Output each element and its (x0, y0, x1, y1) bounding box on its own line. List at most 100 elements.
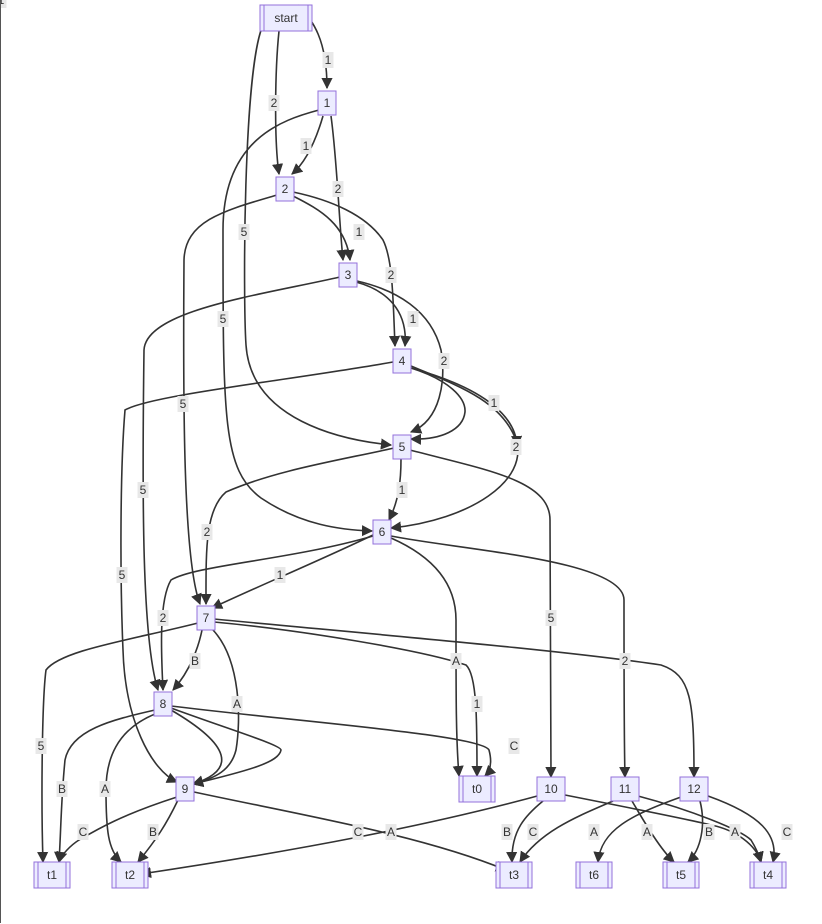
edge-n1-to-n6 (222, 109, 374, 537)
edge-label-background (407, 311, 419, 327)
node-n9[interactable]: 9 (175, 776, 195, 802)
edge-n7-to-t1 (191, 629, 240, 787)
edge-label-background (588, 824, 600, 840)
edge-label-background (217, 311, 229, 327)
edge-label-n8-to-t2: A (99, 781, 111, 797)
edge-label-background (116, 567, 128, 583)
edge-label-background (268, 95, 280, 111)
edge-label-n9-to-t2: B (147, 824, 159, 840)
node-n12[interactable]: 12 (679, 776, 709, 802)
node-label: 10 (544, 782, 558, 796)
edge-start-to-n5 (243, 24, 393, 450)
edge-n2-to-n4 (292, 191, 401, 348)
edge-label-text: 5 (38, 739, 45, 753)
edge-label-text: 2 (622, 654, 629, 668)
node-label: t5 (676, 868, 686, 882)
edge-label-n5-to-n10: 5 (545, 610, 557, 626)
edge-label-n3-to-n8: 5 (137, 482, 149, 498)
edge-label-background (177, 396, 189, 412)
edge-label-text: 5 (180, 397, 187, 411)
node-t6[interactable]: t6 (575, 861, 613, 889)
node-n11[interactable]: 11 (610, 776, 640, 802)
edge-n6-to-n7 (210, 534, 374, 609)
edge-label-text: 2 (388, 268, 395, 282)
edge-n7-to-n9 (213, 618, 700, 779)
edge-label-text: A (731, 825, 739, 839)
edge-label-background (385, 267, 397, 283)
edge-label-n3-to-n5: 2 (438, 353, 450, 369)
edge-n4-to-n5 (409, 367, 466, 445)
edge-n12-to-t6 (593, 796, 682, 864)
edge-labels-layer: 125125125125125125125A125BA1CBACBACBACAB… (1, 0, 793, 840)
edge-n12-to-t4 (707, 795, 781, 864)
node-t1[interactable]: t1 (33, 861, 71, 889)
node-t0[interactable]: t0 (458, 775, 496, 803)
node-t4[interactable]: t4 (749, 861, 787, 889)
edge-n10-to-t4 (564, 794, 764, 864)
node-box (275, 176, 295, 202)
edge-label-n8-to-n9: 1 (1, 0, 7, 8)
node-box (153, 691, 173, 717)
edge-n3-to-n4 (355, 281, 412, 348)
edge-label-text: 1 (474, 697, 481, 711)
edge-label-text: B (705, 825, 713, 839)
node-box (749, 861, 787, 889)
edge-label-background (332, 181, 344, 197)
edge-label-background (501, 824, 513, 840)
edge-label-text: 1 (303, 139, 310, 153)
edge-label-background (147, 824, 159, 840)
node-t5[interactable]: t5 (662, 861, 700, 889)
edge-label-n6-to-n7: 1 (274, 567, 286, 583)
node-label: t4 (763, 868, 773, 882)
node-label: t6 (589, 868, 599, 882)
node-t2[interactable]: t2 (111, 861, 149, 889)
node-n3[interactable]: 3 (338, 262, 358, 288)
edge-label-n10-to-t3: B (501, 824, 513, 840)
node-n1[interactable]: 1 (317, 90, 337, 116)
edge-label-background (353, 224, 365, 240)
edge-label-text: 5 (548, 611, 555, 625)
node-start[interactable]: start (259, 4, 313, 32)
edge-label-background (300, 138, 312, 154)
edge-label-text: 2 (160, 611, 167, 625)
edge-n10-to-t2 (139, 794, 542, 879)
edge-label-start-to-n5: 5 (238, 224, 250, 240)
edge-label-background (157, 610, 169, 626)
edge-label-text: 2 (513, 440, 520, 454)
edge-label-text: C (510, 739, 519, 753)
edge-label-n8-to-t0: C (508, 738, 520, 754)
edge-label-n1-to-n6: 5 (217, 311, 229, 327)
edge-label-text: A (452, 654, 460, 668)
edge-label-text: B (191, 654, 199, 668)
edge-label-text: 5 (119, 568, 126, 582)
node-n10[interactable]: 10 (536, 776, 566, 802)
edge-label-background (510, 439, 522, 455)
edge-label-n10-to-t4: A (729, 824, 741, 840)
edge-label-background (781, 824, 793, 840)
node-n8[interactable]: 8 (153, 691, 173, 717)
node-n5[interactable]: 5 (392, 434, 412, 460)
edge-n7-to-n12 (37, 622, 199, 864)
node-label: 9 (182, 782, 189, 796)
node-box (575, 861, 613, 889)
edge-label-text: 1 (491, 396, 498, 410)
node-n4[interactable]: 4 (392, 348, 412, 374)
edge-n11-to-t5 (631, 800, 675, 863)
node-box (458, 775, 496, 803)
node-n7[interactable]: 7 (196, 605, 216, 631)
edge-label-n7-to-t1: A (231, 696, 243, 712)
node-box (259, 4, 313, 32)
edge-label-text: C (783, 825, 792, 839)
node-t3[interactable]: t3 (495, 861, 533, 889)
edge-label-text: 2 (335, 182, 342, 196)
edge-n11-to-t3 (519, 800, 614, 863)
edge-label-n6-to-t0: A (450, 653, 462, 669)
node-n6[interactable]: 6 (372, 519, 392, 545)
edge-label-background (488, 395, 500, 411)
edge-label-background (545, 610, 557, 626)
node-box (372, 519, 392, 545)
node-n2[interactable]: 2 (275, 176, 295, 202)
edge-n6-to-n8 (156, 535, 374, 692)
edge-n6-to-n11 (390, 535, 631, 779)
